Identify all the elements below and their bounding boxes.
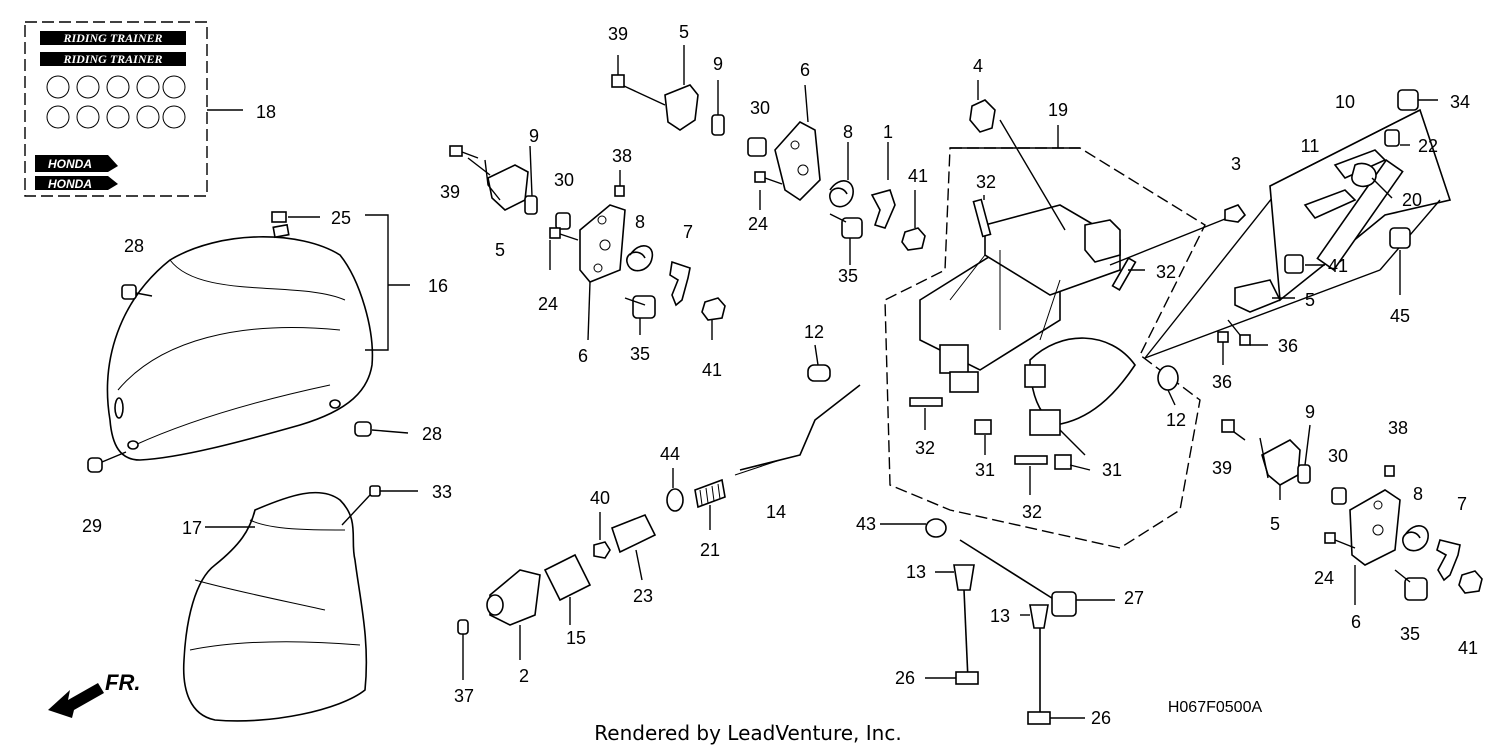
callout: 35: [630, 344, 650, 364]
callout: 13: [990, 606, 1010, 626]
front-cover: [106, 211, 410, 461]
callout: 5: [1305, 290, 1315, 310]
callout: 10: [1335, 92, 1355, 112]
decal-brand-text-1: HONDA: [48, 157, 92, 171]
callout: 32: [976, 172, 996, 192]
callout: 34: [1450, 92, 1470, 112]
throttle-assembly: [457, 344, 861, 680]
callout: 38: [612, 146, 632, 166]
figure-code: H067F0500A: [1168, 699, 1263, 716]
callout: 13: [906, 562, 926, 582]
callout: 1: [883, 122, 893, 142]
front-direction-arrow: FR.: [48, 670, 140, 718]
callout: 32: [1022, 502, 1042, 522]
callout: 26: [1091, 708, 1111, 728]
callout: 43: [856, 514, 876, 534]
callout: 11: [1301, 136, 1320, 156]
callout: 9: [529, 126, 539, 146]
callout: 9: [713, 54, 723, 74]
callout: 15: [566, 628, 586, 648]
callout: 41: [1328, 256, 1348, 276]
callout: 32: [1156, 262, 1176, 282]
callout: 39: [608, 24, 628, 44]
callout: 21: [700, 540, 720, 560]
decal-sheet: RIDING TRAINER RIDING TRAINER HONDA HOND…: [24, 21, 243, 197]
callout: 30: [1328, 446, 1348, 466]
callout: 8: [1413, 484, 1423, 504]
callout: 17: [182, 518, 202, 538]
callout: 6: [1351, 612, 1361, 632]
callout: 44: [660, 444, 680, 464]
callout: 28: [124, 236, 144, 256]
callout: 27: [1124, 588, 1144, 608]
callout: 37: [454, 686, 474, 706]
left-lever-assembly: [449, 145, 726, 341]
decal-brand-text-2: HONDA: [48, 177, 92, 191]
cover-bolts: [87, 284, 418, 497]
callout: 24: [748, 214, 768, 234]
callout: 39: [440, 182, 460, 202]
callout: 26: [895, 668, 915, 688]
callout: 14: [766, 502, 786, 522]
callout: 12: [1166, 410, 1186, 430]
callout: 18: [256, 102, 276, 122]
callout: 8: [635, 212, 645, 232]
callout: 7: [683, 222, 693, 242]
callout: 19: [1048, 100, 1068, 120]
lower-cover: [182, 491, 371, 722]
callout: 6: [800, 60, 810, 80]
callout: 39: [1212, 458, 1232, 478]
callout: 5: [679, 22, 689, 42]
callout: 22: [1418, 136, 1438, 156]
callout: 38: [1388, 418, 1408, 438]
decal-circles: [46, 75, 186, 129]
callout: 35: [838, 266, 858, 286]
callout: 16: [428, 276, 448, 296]
decal-trainer-text-2: RIDING TRAINER: [62, 52, 162, 66]
callout: 30: [750, 98, 770, 118]
callout-labels: 39 5 9 30 6 8 1 41 4 19 3 10 34 22 20 11…: [82, 22, 1478, 728]
callout: 40: [590, 488, 610, 508]
callout: 24: [538, 294, 558, 314]
callout: 33: [432, 482, 452, 502]
direction-label: FR.: [105, 670, 140, 695]
callout: 36: [1278, 336, 1298, 356]
right-lever-assembly: [1221, 419, 1483, 605]
callout: 41: [1458, 638, 1478, 658]
callout: 31: [975, 460, 995, 480]
footer-credit: Rendered by LeadVenture, Inc.: [594, 721, 901, 745]
callout: 4: [973, 56, 983, 76]
callout: 41: [702, 360, 722, 380]
callout: 20: [1402, 190, 1422, 210]
callout: 3: [1231, 154, 1241, 174]
callout: 36: [1212, 372, 1232, 392]
callout: 9: [1305, 402, 1315, 422]
steering-shaft: [1217, 89, 1452, 365]
callout: 5: [495, 240, 505, 260]
callout: 45: [1390, 306, 1410, 326]
callout: 30: [554, 170, 574, 190]
callout: 31: [1102, 460, 1122, 480]
lower-bolts: [880, 518, 1115, 725]
callout: 6: [578, 346, 588, 366]
callout: 5: [1270, 514, 1280, 534]
callout: 12: [804, 322, 824, 342]
callout: 25: [331, 208, 351, 228]
callout: 24: [1314, 568, 1334, 588]
callout: 23: [633, 586, 653, 606]
callout: 7: [1457, 494, 1467, 514]
callout: 41: [908, 166, 928, 186]
top-lever-assembly: [611, 45, 926, 265]
steering-frame: [884, 80, 1381, 549]
callout: 8: [843, 122, 853, 142]
callout: 28: [422, 424, 442, 444]
callout: 2: [519, 666, 529, 686]
decal-trainer-text-1: RIDING TRAINER: [62, 31, 162, 45]
callout: 32: [915, 438, 935, 458]
callout: 29: [82, 516, 102, 536]
callout: 35: [1400, 624, 1420, 644]
